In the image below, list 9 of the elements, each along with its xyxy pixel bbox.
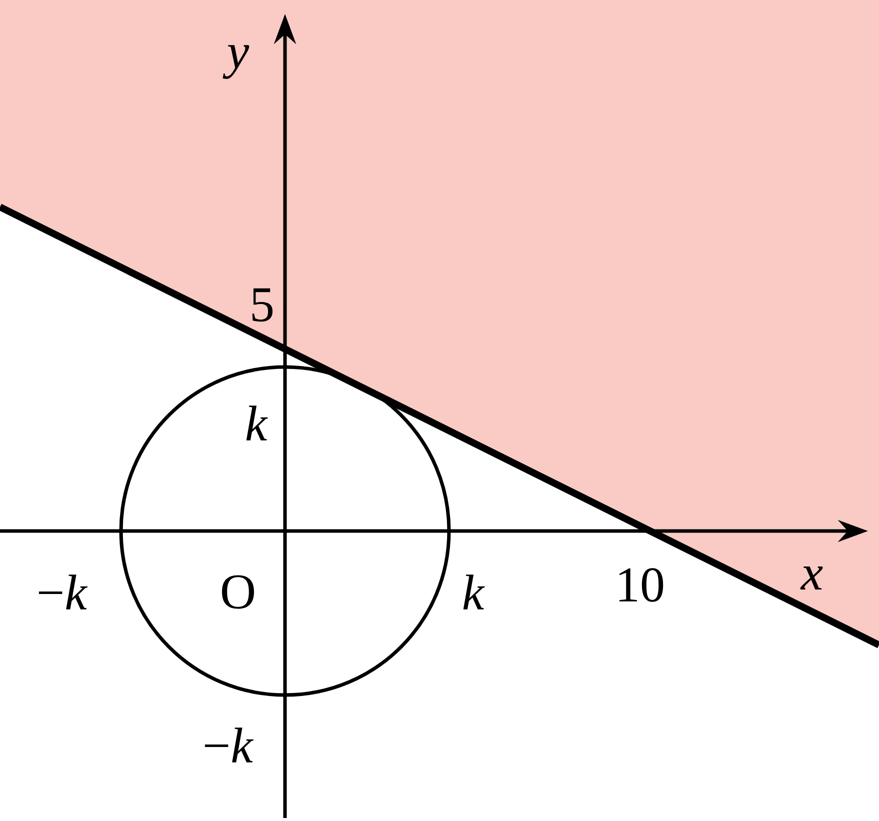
- origin-label: O: [222, 575, 254, 609]
- axis-label: y: [222, 45, 250, 79]
- tick-label: k: [246, 406, 268, 440]
- tick-label: −k: [38, 574, 88, 610]
- tick-label: 10: [619, 568, 664, 602]
- tick-label: −k: [204, 728, 254, 762]
- tick-label: 5: [252, 288, 273, 322]
- axis-label: x: [800, 566, 823, 590]
- tick-label: k: [463, 574, 485, 610]
